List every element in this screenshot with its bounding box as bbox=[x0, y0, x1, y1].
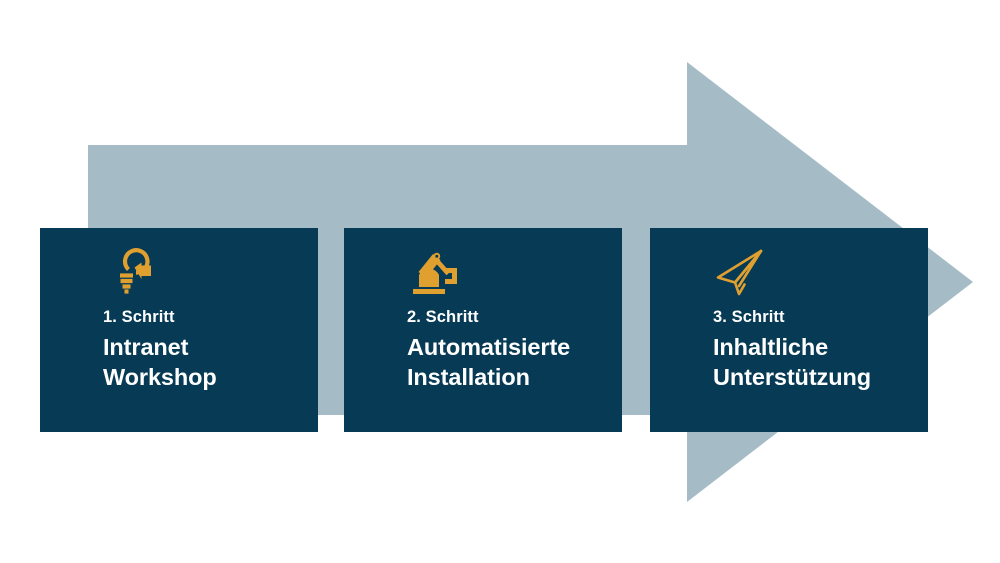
step-1-title: Intranet Workshop bbox=[103, 333, 217, 391]
lightbulb-plug-icon bbox=[103, 244, 159, 300]
step-card-3-text: 3. Schritt Inhaltliche Unterstützung bbox=[713, 307, 918, 393]
paper-plane-icon bbox=[713, 244, 769, 300]
robot-arm-icon bbox=[407, 244, 463, 300]
step-card-2-text: 2. Schritt Automatisierte Installation bbox=[407, 307, 612, 393]
step-card-1-text: 1. Schritt Intranet Workshop bbox=[103, 307, 308, 393]
step-card-2[interactable]: 2. Schritt Automatisierte Installation bbox=[344, 228, 622, 432]
step-1-kicker: 1. Schritt bbox=[103, 308, 175, 326]
step-3-title: Inhaltliche Unterstützung bbox=[713, 333, 871, 391]
step-card-3[interactable]: 3. Schritt Inhaltliche Unterstützung bbox=[650, 228, 928, 432]
step-2-kicker: 2. Schritt bbox=[407, 308, 479, 326]
step-3-kicker: 3. Schritt bbox=[713, 308, 785, 326]
step-card-1[interactable]: 1. Schritt Intranet Workshop bbox=[40, 228, 318, 432]
step-2-title: Automatisierte Installation bbox=[407, 333, 571, 391]
